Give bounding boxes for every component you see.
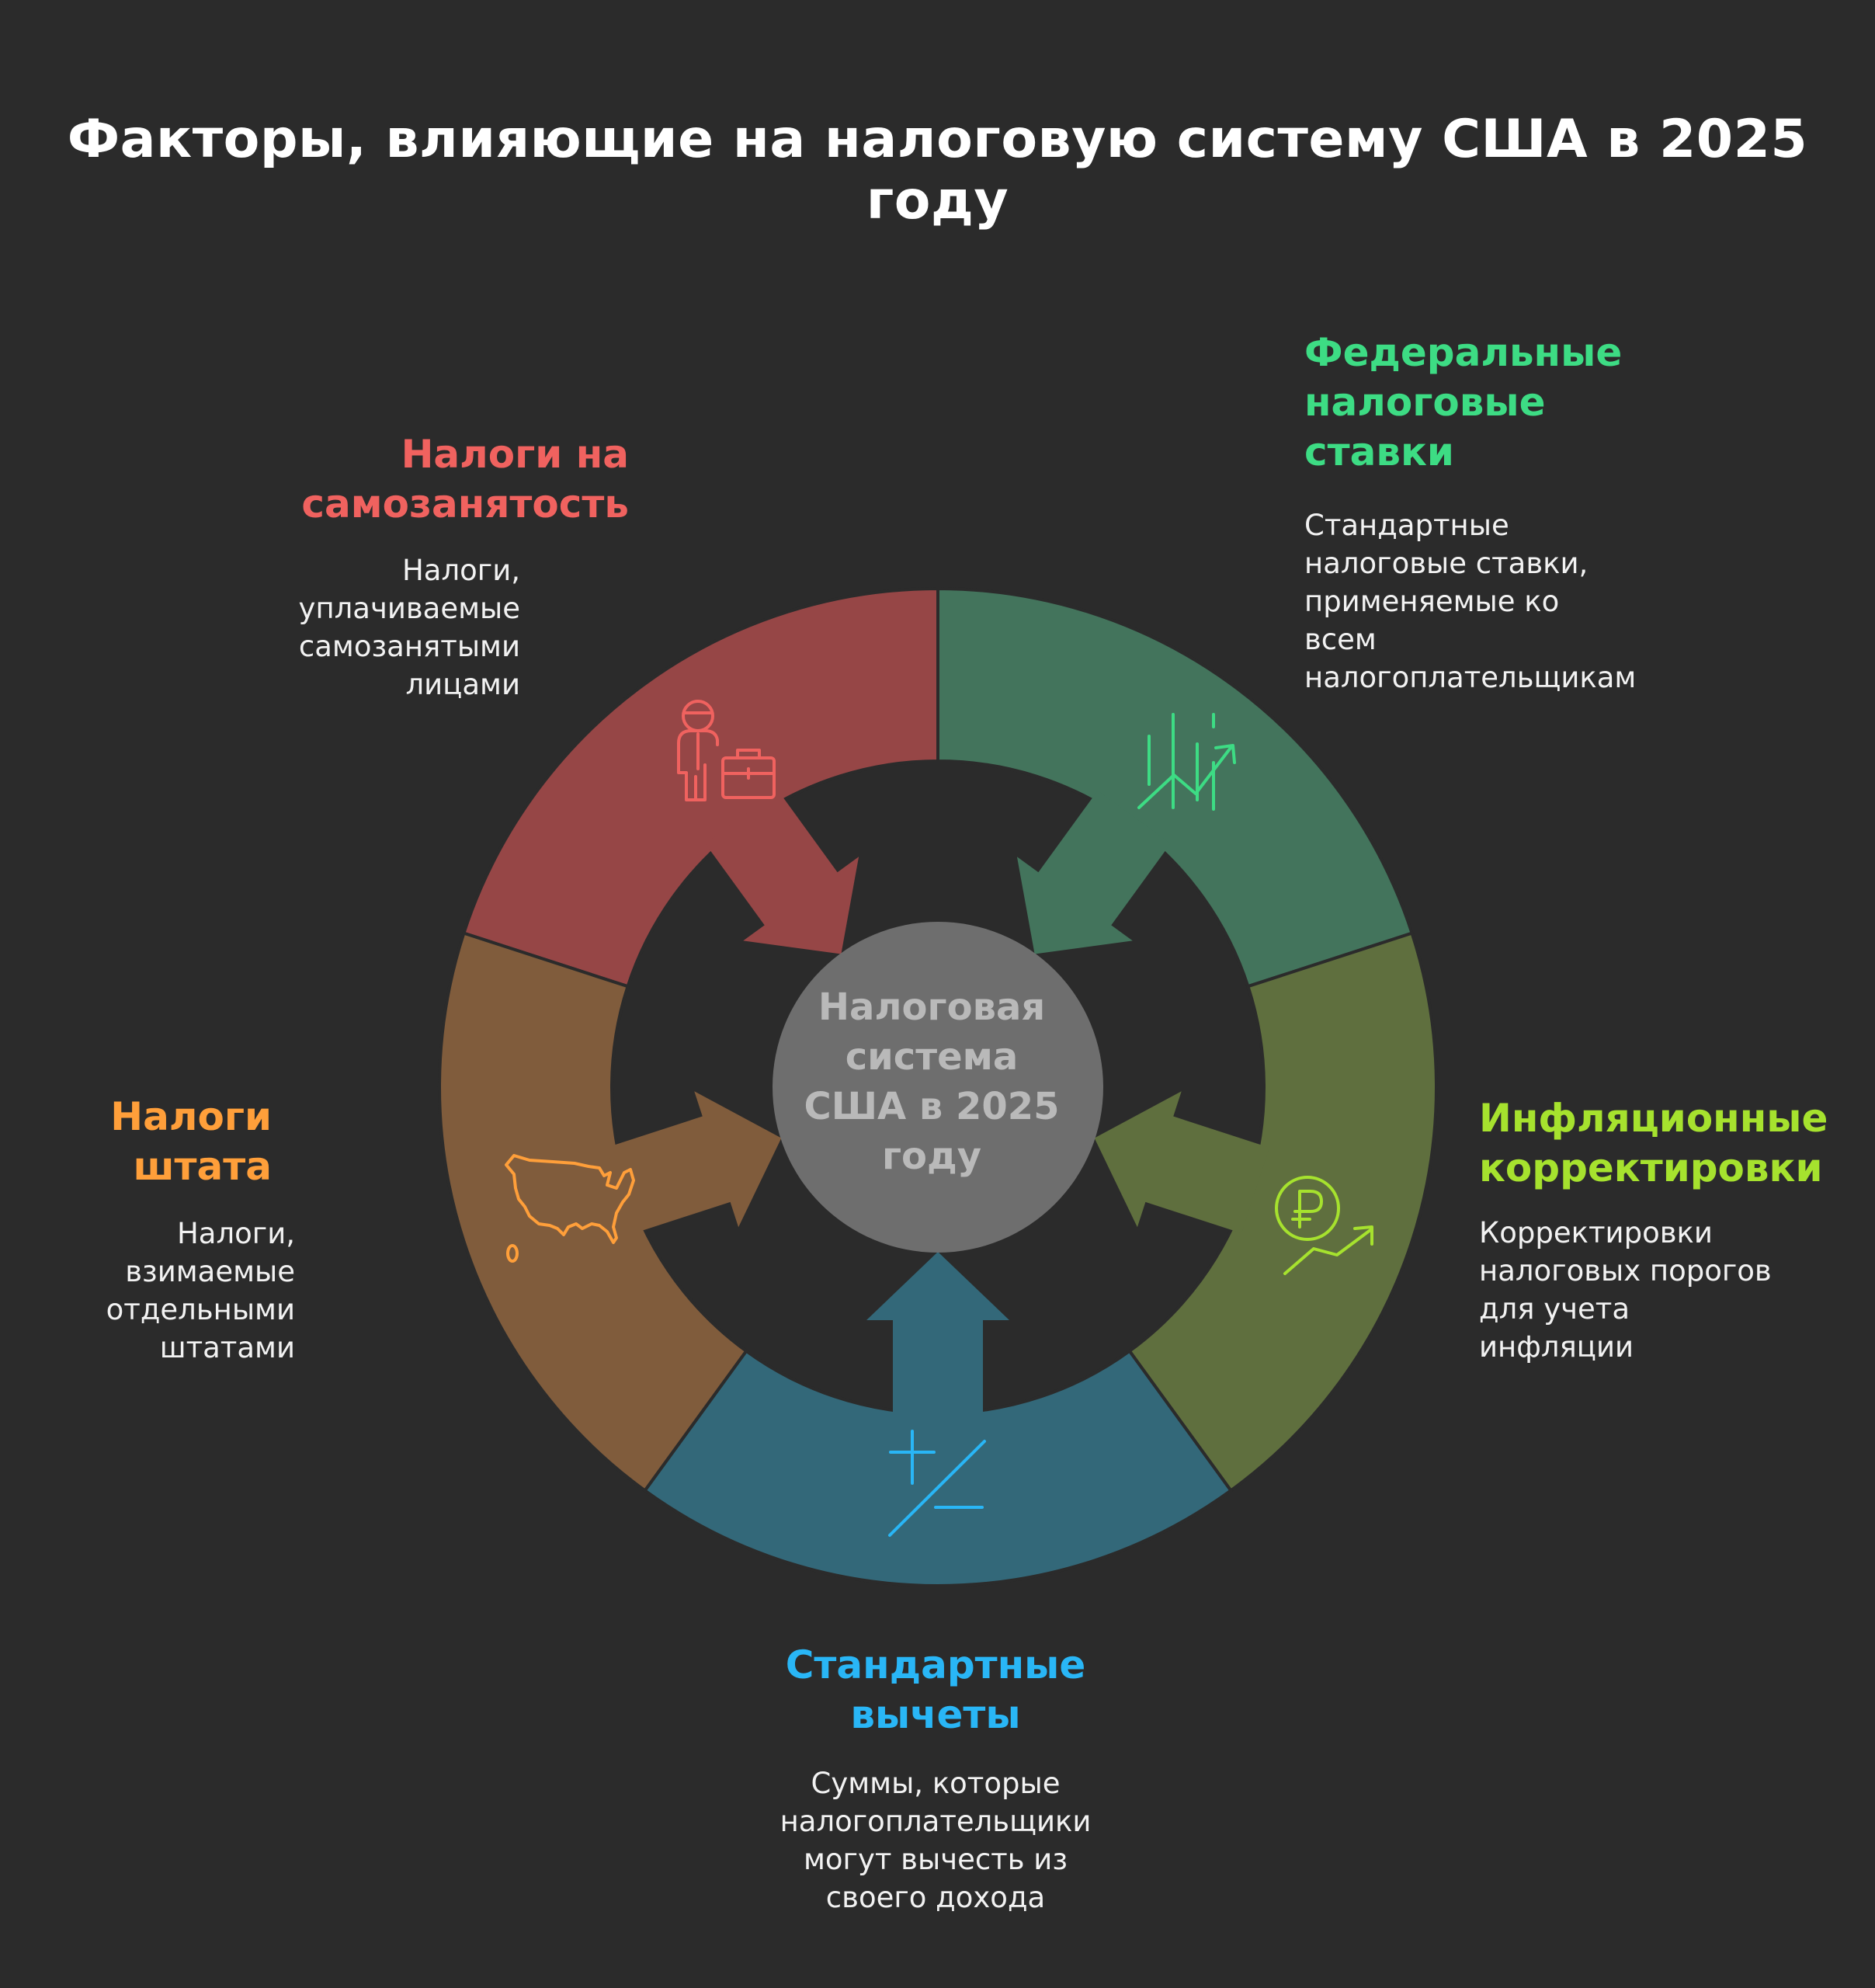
title-line: налоговые (1304, 380, 1546, 425)
arrow-inflation (1094, 1091, 1269, 1234)
desc-line: налоговых порогов (1479, 1254, 1772, 1288)
center-circle (773, 922, 1103, 1253)
desc-line: для учета (1479, 1292, 1630, 1326)
title-line: Налоги (110, 1094, 272, 1139)
title-line: вычеты (850, 1692, 1021, 1737)
desc-line: налогоплательщикам (1304, 661, 1637, 694)
ruble-coin-trend-icon (1275, 1176, 1373, 1275)
title-line: ставки (1304, 429, 1454, 474)
factor-desc-federal-rates: Стандартные налоговые ставки, применяемы… (1304, 506, 1770, 697)
center-label-line: Налоговая (818, 985, 1046, 1029)
center-label: Налоговая система США в 2025 году (761, 982, 1102, 1181)
title-line: корректировки (1479, 1145, 1823, 1190)
desc-line: могут вычесть из (803, 1843, 1068, 1876)
factor-title-inflation: Инфляционные корректировки (1479, 1093, 1867, 1193)
desc-line: Корректировки (1479, 1216, 1713, 1249)
factor-title-standard-deductions: Стандартные вычеты (699, 1640, 1172, 1740)
segment-inflation (1127, 931, 1438, 1493)
factor-title-self-employment: Налоги на самозанятость (264, 429, 629, 529)
desc-line: штатами (159, 1331, 295, 1364)
rising-bars-chart-icon (1137, 713, 1236, 811)
arrow-self-employment (705, 791, 859, 954)
desc-line: лицами (405, 668, 520, 701)
desc-line: своего дохода (825, 1881, 1046, 1914)
desc-line: Налоги, (176, 1217, 295, 1250)
desc-line: отдельными (106, 1293, 295, 1326)
plus-minus-icon (888, 1430, 986, 1537)
segment-standard-deductions (642, 1348, 1234, 1587)
businessperson-briefcase-icon (677, 700, 776, 801)
desc-line: инфляции (1479, 1330, 1634, 1364)
desc-line: налогоплательщики (780, 1805, 1092, 1838)
usa-map-icon (505, 1154, 635, 1263)
desc-line: самозанятыми (298, 630, 520, 663)
title-line: Инфляционные (1479, 1096, 1828, 1141)
title-line: Федеральные (1304, 330, 1623, 375)
ring-segments (438, 586, 1438, 1587)
desc-line: Стандартные (1304, 509, 1509, 542)
title-line: Налоги на (401, 432, 629, 477)
desc-line: взимаемые (125, 1255, 295, 1288)
arrow-state-taxes (606, 1091, 782, 1234)
title-line: Стандартные (785, 1642, 1086, 1687)
factor-desc-standard-deductions: Суммы, которые налогоплательщики могут в… (699, 1764, 1172, 1917)
center-label-line: году (881, 1135, 982, 1178)
desc-line: уплачиваемые (298, 592, 520, 625)
segment-state-taxes (438, 931, 748, 1493)
desc-line: налоговые ставки, (1304, 547, 1589, 580)
title-line: штата (133, 1144, 272, 1189)
desc-line: Суммы, которые (811, 1767, 1061, 1800)
factor-desc-inflation: Корректировки налоговых порогов для учет… (1479, 1214, 1852, 1366)
inward-arrows (606, 791, 1269, 1421)
factor-desc-self-employment: Налоги, уплачиваемые самозанятыми лицами (264, 551, 520, 704)
arrow-federal-rates (1016, 791, 1171, 954)
page-title: Факторы, влияющие на налоговую систему С… (67, 109, 1808, 231)
desc-line: Налоги, (401, 554, 520, 587)
title-line: самозанятость (301, 481, 629, 527)
desc-line: применяемые ко (1304, 585, 1560, 618)
factor-title-state-taxes: Налоги штата (70, 1092, 272, 1191)
factor-title-federal-rates: Федеральные налоговые ставки (1304, 328, 1739, 477)
segment-self-employment (461, 586, 939, 989)
center-label-line: система (845, 1035, 1019, 1079)
arrow-standard-deductions (866, 1252, 1009, 1421)
desc-line: всем (1304, 623, 1377, 656)
factor-desc-state-taxes: Налоги, взимаемые отдельными штатами (70, 1215, 295, 1367)
segment-federal-rates (936, 586, 1415, 989)
center-label-line: США в 2025 (804, 1085, 1060, 1128)
